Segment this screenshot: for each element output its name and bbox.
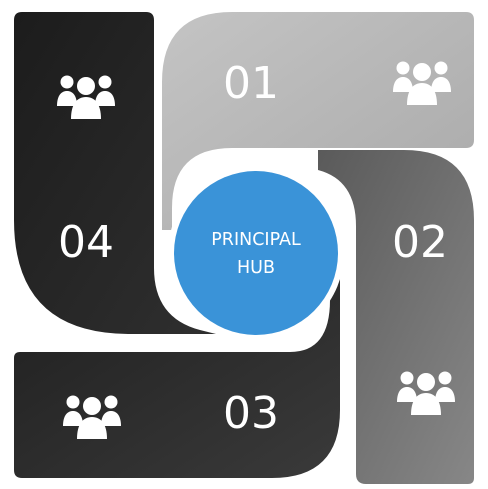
blade-number-04: 04 xyxy=(58,217,114,268)
blade-number-01: 01 xyxy=(223,58,279,109)
blade-number-02: 02 xyxy=(392,217,448,268)
hub-label-line2: HUB xyxy=(237,258,275,278)
blade-number-03: 03 xyxy=(223,388,279,439)
hub-circle xyxy=(174,171,338,335)
blade-02 xyxy=(318,150,474,484)
blade-01 xyxy=(162,12,474,230)
hub-label-line1: PRINCIPAL xyxy=(211,230,301,250)
